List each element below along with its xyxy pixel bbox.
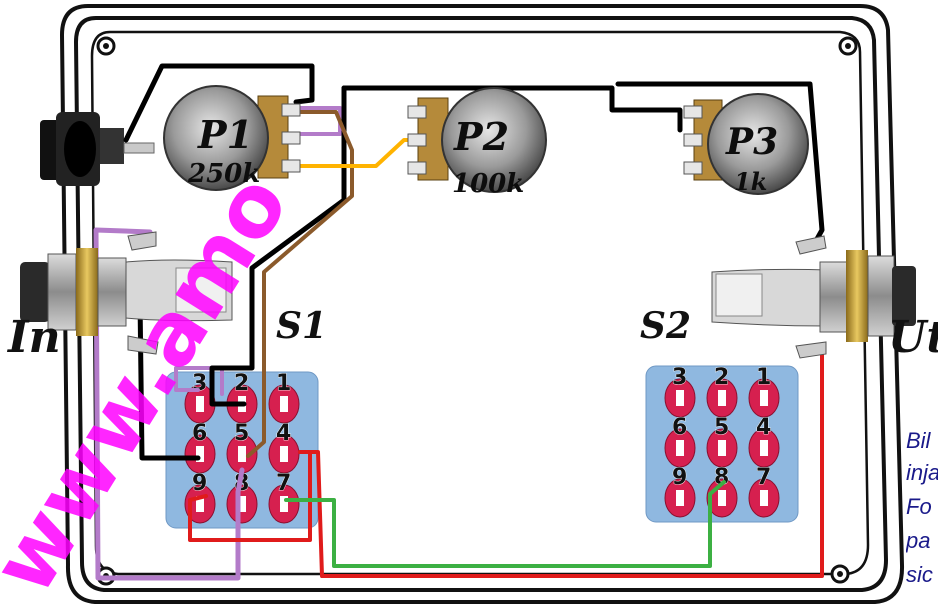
s2-pin-1: 1 xyxy=(756,365,771,390)
output-label: Ut xyxy=(888,312,938,363)
s1-pin-6: 6 xyxy=(192,421,207,446)
wire-purple-s1 xyxy=(174,366,224,396)
s2-pin-4: 4 xyxy=(756,415,771,440)
s2-lug-slot-9 xyxy=(676,490,684,506)
s1-pin-9: 9 xyxy=(192,471,207,496)
s1-pin-5: 5 xyxy=(234,421,249,446)
pot-p3: P3 1k xyxy=(683,93,809,196)
input-label: In xyxy=(6,312,61,363)
dc-power-jack xyxy=(40,112,155,186)
wire-purple-input xyxy=(93,227,245,581)
s2-pin-8: 8 xyxy=(714,465,729,490)
wire-black-dcjack xyxy=(123,63,315,143)
s2-pin-7: 7 xyxy=(756,465,771,490)
caption-line-4: pa xyxy=(906,528,931,553)
s1-pin-1: 1 xyxy=(276,371,291,396)
s1-lug-slot-5 xyxy=(238,446,246,462)
caption-line-5: sic xyxy=(906,562,933,587)
caption-line-3: Fo xyxy=(906,494,932,519)
s1-pin-2: 2 xyxy=(234,371,249,396)
wire-red-s1 xyxy=(188,450,312,542)
screw-top-left xyxy=(96,36,116,56)
s1-lug-slot-1 xyxy=(280,396,288,412)
s2-lug-slot-8 xyxy=(718,490,726,506)
s1-lug-slot-9 xyxy=(196,496,204,512)
screw-top-right xyxy=(838,36,858,56)
switch-s2-label: S2 xyxy=(640,305,691,347)
switch-s2-board: 3 2 1 6 5 4 9 8 7 xyxy=(645,365,799,523)
pot-p2-value: 100k xyxy=(452,169,524,199)
s1-lug-slot-8 xyxy=(238,496,246,512)
pot-p2-name: P2 xyxy=(453,114,509,159)
s2-lug-slot-4 xyxy=(760,440,768,456)
s1-pin-4: 4 xyxy=(276,421,291,446)
s2-pin-5: 5 xyxy=(714,415,729,440)
switch-s1-lugs xyxy=(184,384,300,524)
pot-p3-value: 1k xyxy=(734,167,767,196)
s1-lug-slot-3 xyxy=(196,396,204,412)
s1-lug-slot-4 xyxy=(280,446,288,462)
caption-line-2: inja xyxy=(906,460,938,485)
s2-lug-slot-3 xyxy=(676,390,684,406)
s2-lug-slot-1 xyxy=(760,390,768,406)
s2-lug-slot-5 xyxy=(718,440,726,456)
wire-brown xyxy=(246,110,354,458)
output-jack xyxy=(711,235,916,359)
s2-pin-9: 9 xyxy=(672,465,687,490)
switch-s2-lugs xyxy=(664,378,780,518)
wire-black-ground xyxy=(137,297,201,461)
screw-bottom-right xyxy=(830,564,850,584)
s2-pin-3: 3 xyxy=(672,365,687,390)
pot-p1-value: 250k xyxy=(187,159,260,189)
wire-green xyxy=(284,480,726,568)
switch-s2-pin-numbers: 3 2 1 6 5 4 9 8 7 xyxy=(672,365,772,491)
pot-p2: P2 100k xyxy=(407,87,547,199)
s2-pin-6: 6 xyxy=(672,415,687,440)
switch-s1-label: S1 xyxy=(276,305,327,347)
s2-lug-slot-6 xyxy=(676,440,684,456)
s2-lug-slot-2 xyxy=(718,390,726,406)
caption-line-1: Bil xyxy=(906,428,931,453)
wire-black-p2 xyxy=(209,85,347,407)
s2-lug-slot-7 xyxy=(760,490,768,506)
s2-pin-2: 2 xyxy=(714,365,729,390)
s1-lug-slot-7 xyxy=(280,496,288,512)
input-jack xyxy=(20,231,233,355)
pot-p3-name: P3 xyxy=(725,121,778,163)
s1-lug-slot-6 xyxy=(196,446,204,462)
wires xyxy=(93,63,825,581)
pot-p1-name: P1 xyxy=(197,112,253,157)
wire-black-main xyxy=(341,85,683,133)
pot-p1: P1 250k xyxy=(163,85,301,191)
s1-pin-7: 7 xyxy=(276,471,291,496)
